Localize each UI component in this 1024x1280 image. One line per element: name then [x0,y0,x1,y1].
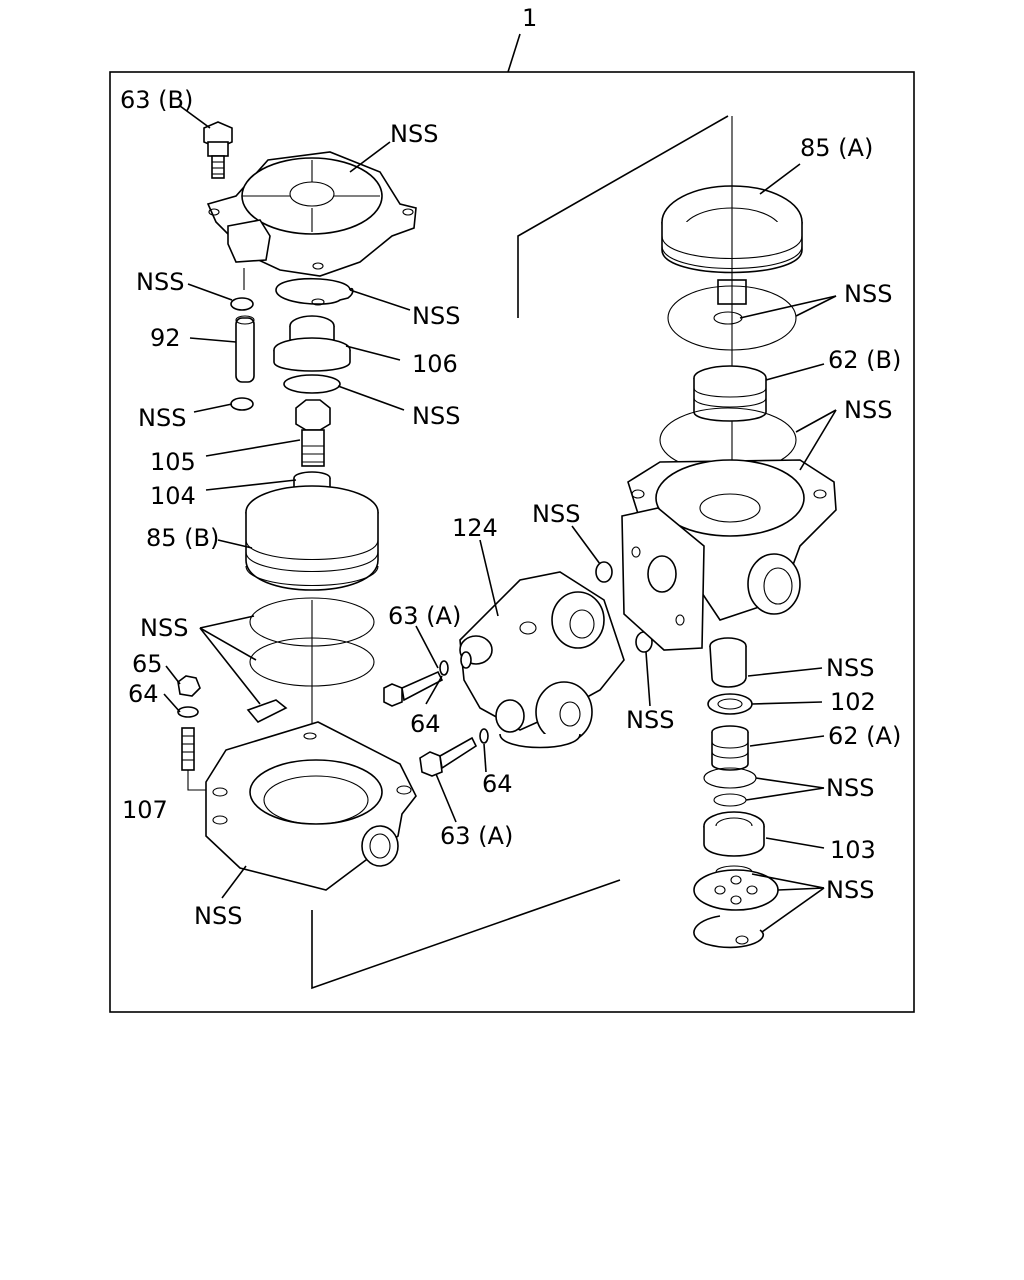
label-64-lower: 64 [482,770,513,798]
spring-62a [711,725,749,771]
label-64-nut: 64 [128,680,159,708]
label-nss-left-rings: NSS [140,614,188,642]
bracket-lower-left [311,879,621,990]
valve-103 [703,811,765,857]
assembly-number-label: 1 [522,4,537,32]
upper-body [627,459,837,621]
snap-ring [693,915,764,949]
washer-64-mid [439,660,449,676]
label-nss-ring-a: NSS [844,280,892,308]
label-nss-oring-bottom: NSS [138,404,186,432]
label-nss-port-oring-b: NSS [626,706,674,734]
snap-ring-eye [735,935,749,945]
label-124: 124 [452,514,498,542]
label-63b: 63 (B) [120,86,193,114]
label-64-mid: 64 [410,710,441,738]
clip-ring [275,277,354,306]
oring-62a-a [703,767,757,789]
label-102: 102 [830,688,876,716]
flange-plate [621,507,705,651]
oring-62a-b [713,793,747,807]
washer-64-lower [479,728,489,744]
label-nss-ring-b: NSS [844,396,892,424]
leader-lines [163,105,837,933]
assembly-frame [109,71,915,1013]
bracket-upper [517,115,729,318]
label-104: 104 [150,482,196,510]
label-106: 106 [412,350,458,378]
nut-65 [177,675,201,697]
oring-small-top [230,297,254,311]
port-oring-upper [595,561,613,583]
part-labels: 63 (B) NSS 85 (A) NSS NSS NSS 92 106 62 … [120,86,901,930]
label-85b: 85 (B) [146,524,219,552]
cap-nss [709,637,747,688]
label-65: 65 [132,650,163,678]
label-92: 92 [150,324,181,352]
label-62a: 62 (A) [828,722,901,750]
seal-strip [246,699,288,723]
label-nss-clip: NSS [412,302,460,330]
label-103: 103 [830,836,876,864]
label-nss-mid-oring: NSS [412,402,460,430]
label-nss-bottom-body: NSS [194,902,242,930]
small-oring-85a [713,311,743,325]
label-nss-cap: NSS [826,654,874,682]
seat-102 [707,693,753,715]
valve-105 [295,399,331,467]
label-nss-top-cover: NSS [390,120,438,148]
stud-leader [187,770,212,791]
label-nss-right-bottom: NSS [826,876,874,904]
bolt-63a-top [383,670,444,707]
label-nss-oring-top: NSS [136,268,184,296]
label-85a: 85 (A) [800,134,873,162]
bottom-body [205,721,417,891]
stud-107 [181,727,195,771]
bolt-63a-bottom [419,736,478,777]
label-63a-bottom: 63 (A) [440,822,513,850]
pin-92 [235,315,255,383]
label-107: 107 [122,796,168,824]
label-62b: 62 (B) [828,346,901,374]
label-nss-port-oring: NSS [532,500,580,528]
label-nss-rings-c: NSS [826,774,874,802]
piston-85b [245,485,379,591]
oring-small-bottom [230,397,254,411]
body-124 [459,571,625,749]
label-105: 105 [150,448,196,476]
washer-mid-b [460,651,472,669]
bolt-63b [203,121,233,179]
top-cover [206,151,417,277]
washer-64-small [177,706,199,718]
spring-62b [693,365,767,422]
label-63a-top: 63 (A) [388,602,461,630]
assembly-leader [507,33,521,73]
oring-106 [283,374,341,394]
piston-106 [273,315,351,372]
